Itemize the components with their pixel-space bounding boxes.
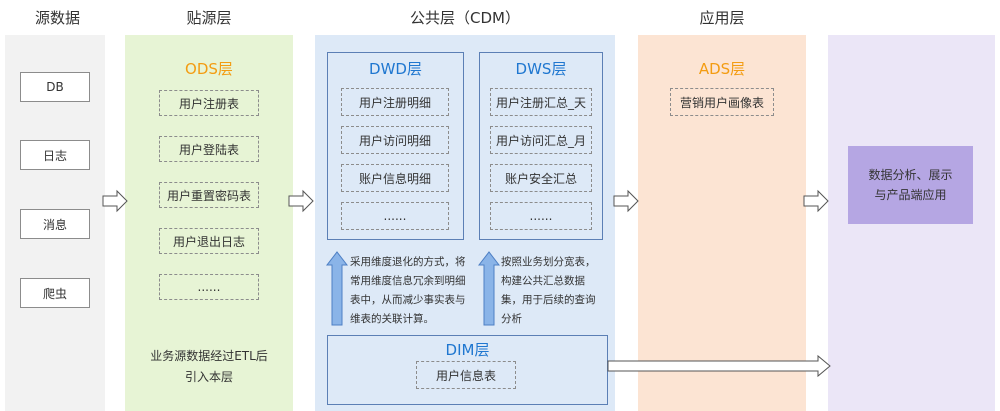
- dws-panel: [479, 52, 603, 240]
- ads-column: [638, 35, 806, 411]
- header-ods: 贴源层: [186, 9, 232, 27]
- ods-item: 用户登陆表: [159, 136, 259, 162]
- header-app: 应用层: [699, 9, 745, 27]
- cdm-column: [315, 35, 615, 411]
- source-item-message: 消息: [20, 209, 90, 239]
- source-item-db: DB: [20, 72, 90, 102]
- dws-title: DWS层: [515, 60, 567, 78]
- ods-item: 用户重置密码表: [159, 182, 259, 208]
- dws-note-line: 分析: [501, 313, 522, 325]
- header-cdm: 公共层（CDM）: [410, 9, 520, 27]
- dwd-item: 账户信息明细: [341, 164, 449, 192]
- arrow-cdm-to-ads-icon: [613, 189, 639, 213]
- dim-title: DIM层: [445, 341, 490, 359]
- arrow-ods-to-cdm-icon: [288, 189, 314, 213]
- header-source: 源数据: [34, 9, 80, 27]
- ods-item: ......: [159, 274, 259, 300]
- ods-column: [125, 35, 293, 411]
- dws-note: 按照业务划分宽表， 构建公共汇总数据 集，用于后续的查询 分析: [501, 253, 611, 329]
- dws-item: 用户注册汇总_天: [490, 88, 592, 116]
- source-item-log: 日志: [20, 140, 90, 170]
- dim-item: 用户信息表: [416, 361, 516, 389]
- dwd-panel: [327, 52, 464, 240]
- ods-item: 用户退出日志: [159, 228, 259, 254]
- arrow-up-dwd-icon: [325, 251, 349, 326]
- ods-item: 用户注册表: [159, 90, 259, 116]
- output-line2: 与产品端应用: [874, 188, 947, 202]
- dwd-item: 用户访问明细: [341, 126, 449, 154]
- dws-note-line: 构建公共汇总数据: [501, 275, 585, 287]
- ods-note-line2: 引入本层: [184, 370, 233, 384]
- dwd-title: DWD层: [369, 60, 422, 78]
- dwd-note-line: 维表的关联计算。: [350, 313, 434, 325]
- output-line1: 数据分析、展示: [868, 168, 953, 182]
- arrow-dim-to-app-icon: [607, 354, 831, 378]
- dwd-item: ......: [341, 202, 449, 230]
- ads-title: ADS层: [698, 60, 746, 78]
- dws-item: ......: [490, 202, 592, 230]
- output-box: 数据分析、展示 与产品端应用: [848, 146, 973, 224]
- dws-note-line: 集，用于后续的查询: [501, 294, 596, 306]
- dwd-note: 采用维度退化的方式，将 常用维度信息冗余到明细 表中，从而减少事实表与 维表的关…: [350, 253, 475, 329]
- dws-item: 账户安全汇总: [490, 164, 592, 192]
- ods-title: ODS层: [185, 60, 233, 78]
- dwd-item: 用户注册明细: [341, 88, 449, 116]
- dwd-note-line: 采用维度退化的方式，将: [350, 256, 466, 268]
- dwd-note-line: 常用维度信息冗余到明细: [350, 275, 466, 287]
- dws-item: 用户访问汇总_月: [490, 126, 592, 154]
- dwd-note-line: 表中，从而减少事实表与: [350, 294, 466, 306]
- ods-note-line1: 业务源数据经过ETL后: [150, 349, 268, 363]
- ads-item: 营销用户画像表: [670, 88, 774, 116]
- arrow-up-dws-icon: [477, 251, 501, 326]
- arrow-source-to-ods-icon: [102, 189, 128, 213]
- source-item-crawler: 爬虫: [20, 278, 90, 308]
- arrow-ads-to-app-icon: [803, 189, 829, 213]
- dws-note-line: 按照业务划分宽表，: [501, 256, 596, 268]
